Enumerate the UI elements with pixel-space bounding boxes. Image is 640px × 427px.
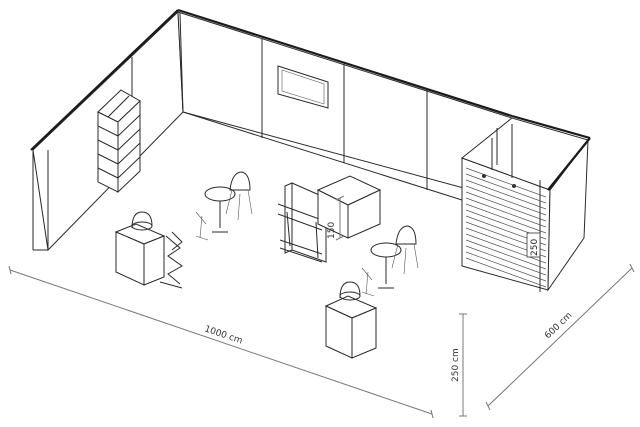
counter-front-right (324, 295, 378, 359)
stool-2 (339, 281, 361, 301)
table-1 (195, 186, 236, 241)
chair-2 (391, 225, 419, 275)
table-2 (361, 242, 402, 297)
storage-room (460, 114, 591, 292)
storage-label: 250 (530, 239, 540, 256)
slatted-wall (465, 167, 547, 288)
width-label: 600 cm (543, 311, 574, 342)
chair-1 (225, 171, 253, 221)
brochure-rack (159, 231, 183, 289)
wall-screen (277, 65, 329, 109)
counter-height-label: 150 (327, 222, 337, 239)
counter-height-dimension: 150 (327, 195, 345, 241)
stool-1 (131, 211, 153, 231)
light-fixture (482, 174, 486, 178)
storage-door-sign: 250 (526, 232, 541, 258)
wall-shelving-unit (97, 89, 141, 194)
door-handle (512, 184, 516, 188)
counter-front-left (114, 223, 166, 286)
height-dimension: 250 cm (451, 313, 467, 417)
width-dimension: 600 cm (485, 263, 635, 411)
height-label: 250 cm (451, 348, 461, 382)
display-stand (277, 182, 327, 263)
